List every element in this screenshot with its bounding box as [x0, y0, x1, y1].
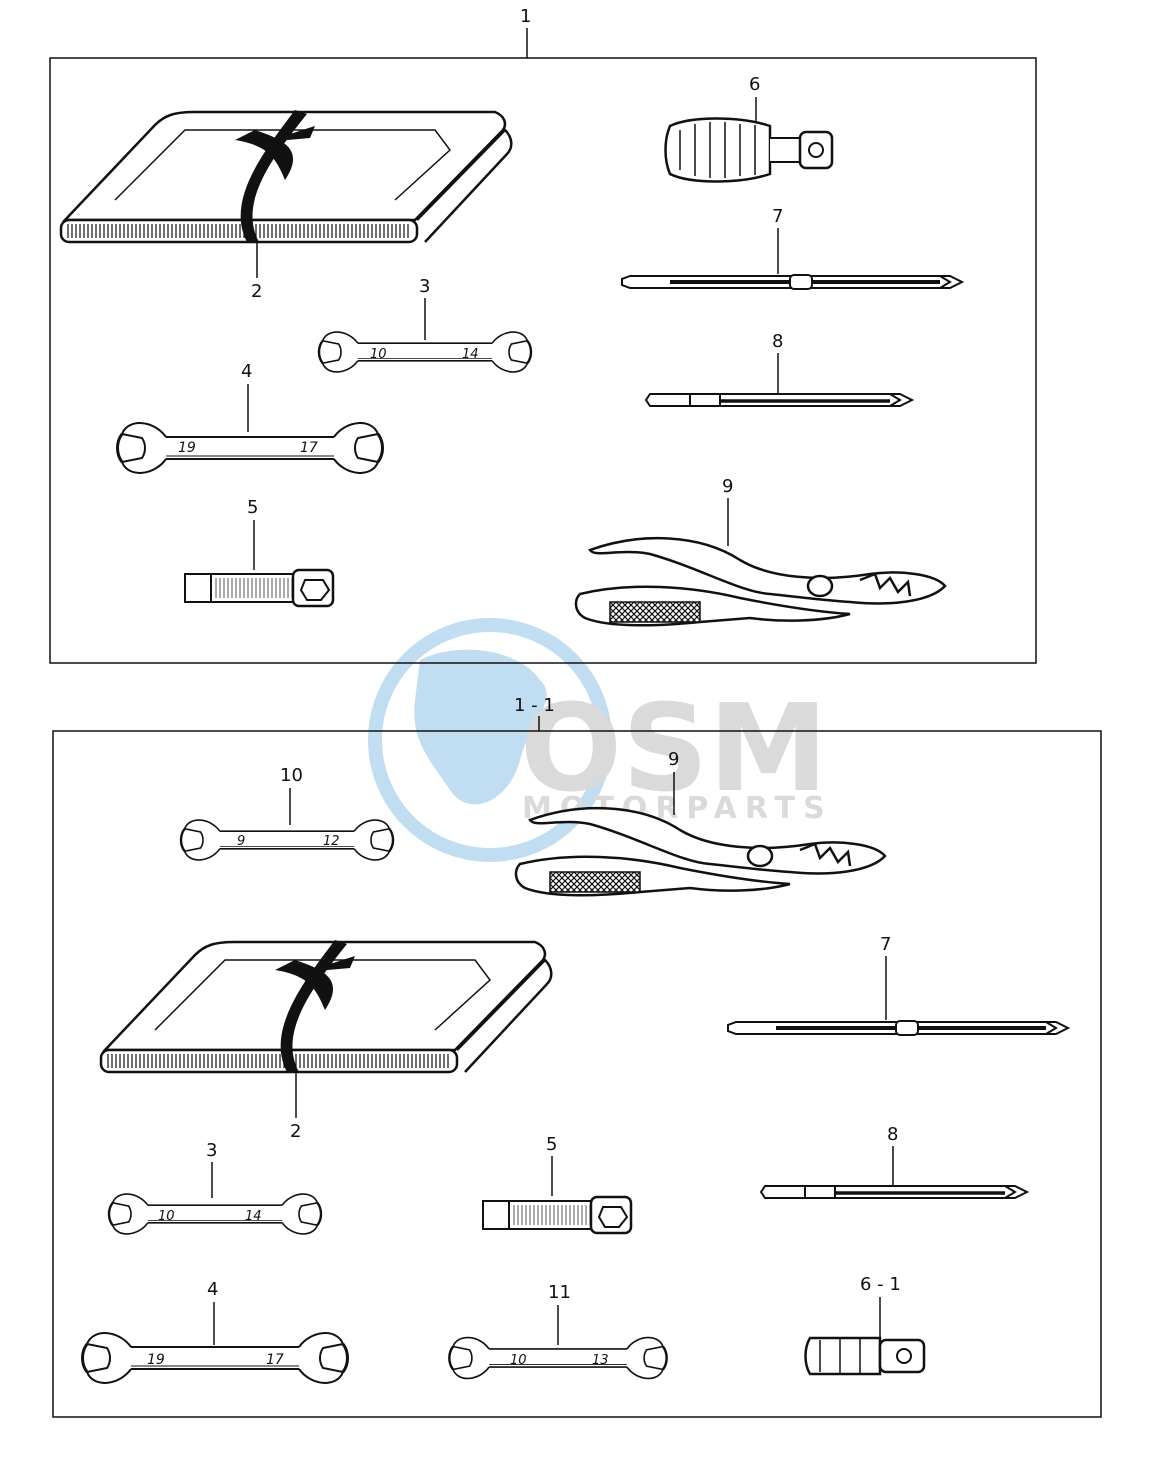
- group-label: 1 - 1: [514, 695, 555, 716]
- wrench: [116, 421, 384, 475]
- part-label: 6: [749, 74, 760, 95]
- part-label: 7: [772, 206, 783, 227]
- part-label: 9: [722, 476, 733, 497]
- screwdriver-blade-short: [759, 1183, 1029, 1201]
- part-label: 10: [280, 765, 303, 786]
- wrench: [107, 1192, 323, 1236]
- tool-bag: [59, 108, 513, 244]
- wrench: [179, 818, 395, 862]
- globe-continents-icon: [414, 649, 547, 805]
- wrench-size-label: 19: [147, 1352, 165, 1368]
- watermark: OSM MOTORPARTS: [368, 618, 828, 862]
- wrench-size-label: 13: [592, 1353, 609, 1368]
- group-set-1-1: 1 - 1 10 9 12 9 2 7 3 10 14 5 8: [52, 695, 1102, 1418]
- part-label: 3: [419, 276, 430, 297]
- part-label: 6 - 1: [860, 1274, 901, 1295]
- screwdriver-grip-small: [804, 1336, 926, 1376]
- wrench: [81, 1331, 349, 1385]
- part-label: 9: [668, 749, 679, 770]
- pliers: [574, 536, 947, 627]
- part-label: 8: [887, 1124, 898, 1145]
- part-label: 5: [247, 497, 258, 518]
- group-label: 1: [520, 6, 531, 27]
- screwdriver-blade-short: [644, 391, 914, 409]
- wrench-size-label: 17: [266, 1352, 284, 1368]
- wrench-size-label: 10: [158, 1209, 175, 1224]
- part-label: 7: [880, 934, 891, 955]
- part-label: 8: [772, 331, 783, 352]
- plug-wrench: [183, 568, 335, 608]
- wrench-size-label: 10: [510, 1353, 527, 1368]
- wrench-size-label: 14: [462, 347, 479, 362]
- wrench-size-label: 14: [245, 1209, 262, 1224]
- part-label: 5: [546, 1134, 557, 1155]
- part-label: 2: [290, 1121, 301, 1142]
- screwdriver-blade: [726, 1019, 1070, 1037]
- plug-wrench: [481, 1195, 633, 1235]
- part-label: 2: [251, 281, 262, 302]
- globe-icon: [368, 618, 612, 862]
- group-frame: [52, 730, 1102, 1418]
- group-set-1: 1 2 3 10 14 4 19 17 5 6 7 8: [49, 6, 1037, 664]
- wrench-size-label: 12: [323, 834, 340, 849]
- wrench-size-label: 10: [370, 347, 387, 362]
- part-label: 3: [206, 1140, 217, 1161]
- group-frame: [49, 57, 1037, 664]
- wrench-size-label: 9: [237, 834, 245, 849]
- screwdriver-blade: [620, 273, 964, 291]
- wrench-size-label: 17: [300, 440, 318, 456]
- part-label: 4: [241, 361, 252, 382]
- wrench-size-label: 19: [178, 440, 196, 456]
- part-label: 4: [207, 1279, 218, 1300]
- screwdriver-grip: [664, 117, 834, 183]
- tool-bag: [99, 938, 553, 1074]
- part-label: 11: [548, 1282, 571, 1303]
